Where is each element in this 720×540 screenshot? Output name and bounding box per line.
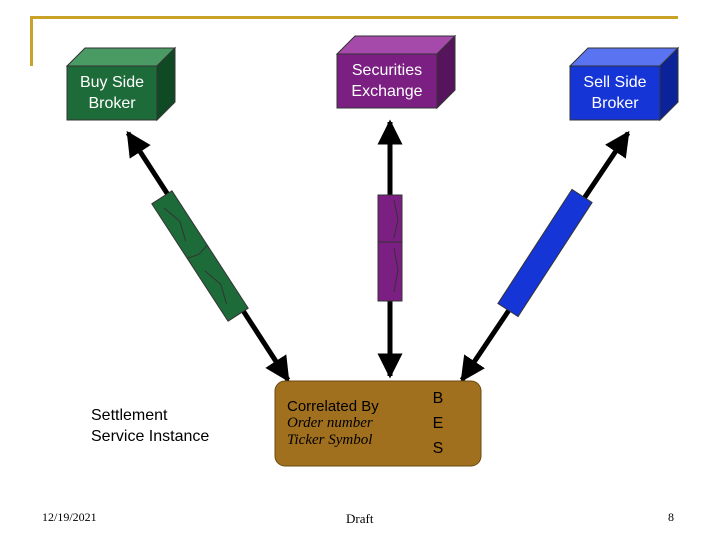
securities-exchange-label: Securities Exchange xyxy=(337,60,437,102)
buy-side-line1: Buy Side xyxy=(79,74,145,91)
buy-side-broker-box xyxy=(65,46,177,122)
sell-side-broker-label: Sell Side Broker xyxy=(570,72,660,114)
correlation-title: Correlated By xyxy=(287,398,379,415)
exchange-pipe xyxy=(377,194,403,302)
securities-exchange-box xyxy=(335,34,457,110)
letter-s: S xyxy=(432,440,444,457)
sell-side-broker-box xyxy=(568,46,680,122)
letter-b: B xyxy=(432,390,444,407)
exchange-line2: Exchange xyxy=(351,83,423,100)
buy-side-pipe xyxy=(151,190,249,322)
buy-side-line2: Broker xyxy=(88,95,136,112)
letter-e: E xyxy=(432,415,444,432)
settlement-service-label: Settlement Service Instance xyxy=(91,405,209,447)
footer-draft: Draft xyxy=(346,511,374,526)
bes-letters: B E S xyxy=(428,386,448,461)
frame-top-rule xyxy=(30,16,678,19)
correlation-item-order: Order number xyxy=(287,415,373,431)
correlation-text: Correlated By Order number Ticker Symbol xyxy=(287,398,379,449)
correlation-item-ticker: Ticker Symbol xyxy=(287,432,373,448)
frame-left-rule xyxy=(30,16,33,66)
settlement-line2: Service Instance xyxy=(91,428,210,445)
footer-date: 12/19/2021 xyxy=(42,510,97,524)
buy-side-broker-label: Buy Side Broker xyxy=(67,72,157,114)
settlement-line1: Settlement xyxy=(91,407,168,424)
correlation-box xyxy=(274,380,482,467)
sell-side-line2: Broker xyxy=(591,95,639,112)
sell-side-pipe xyxy=(497,188,593,318)
footer-page-number: 8 xyxy=(668,510,674,524)
sell-side-line1: Sell Side xyxy=(583,74,647,91)
exchange-line1: Securities xyxy=(351,62,423,79)
